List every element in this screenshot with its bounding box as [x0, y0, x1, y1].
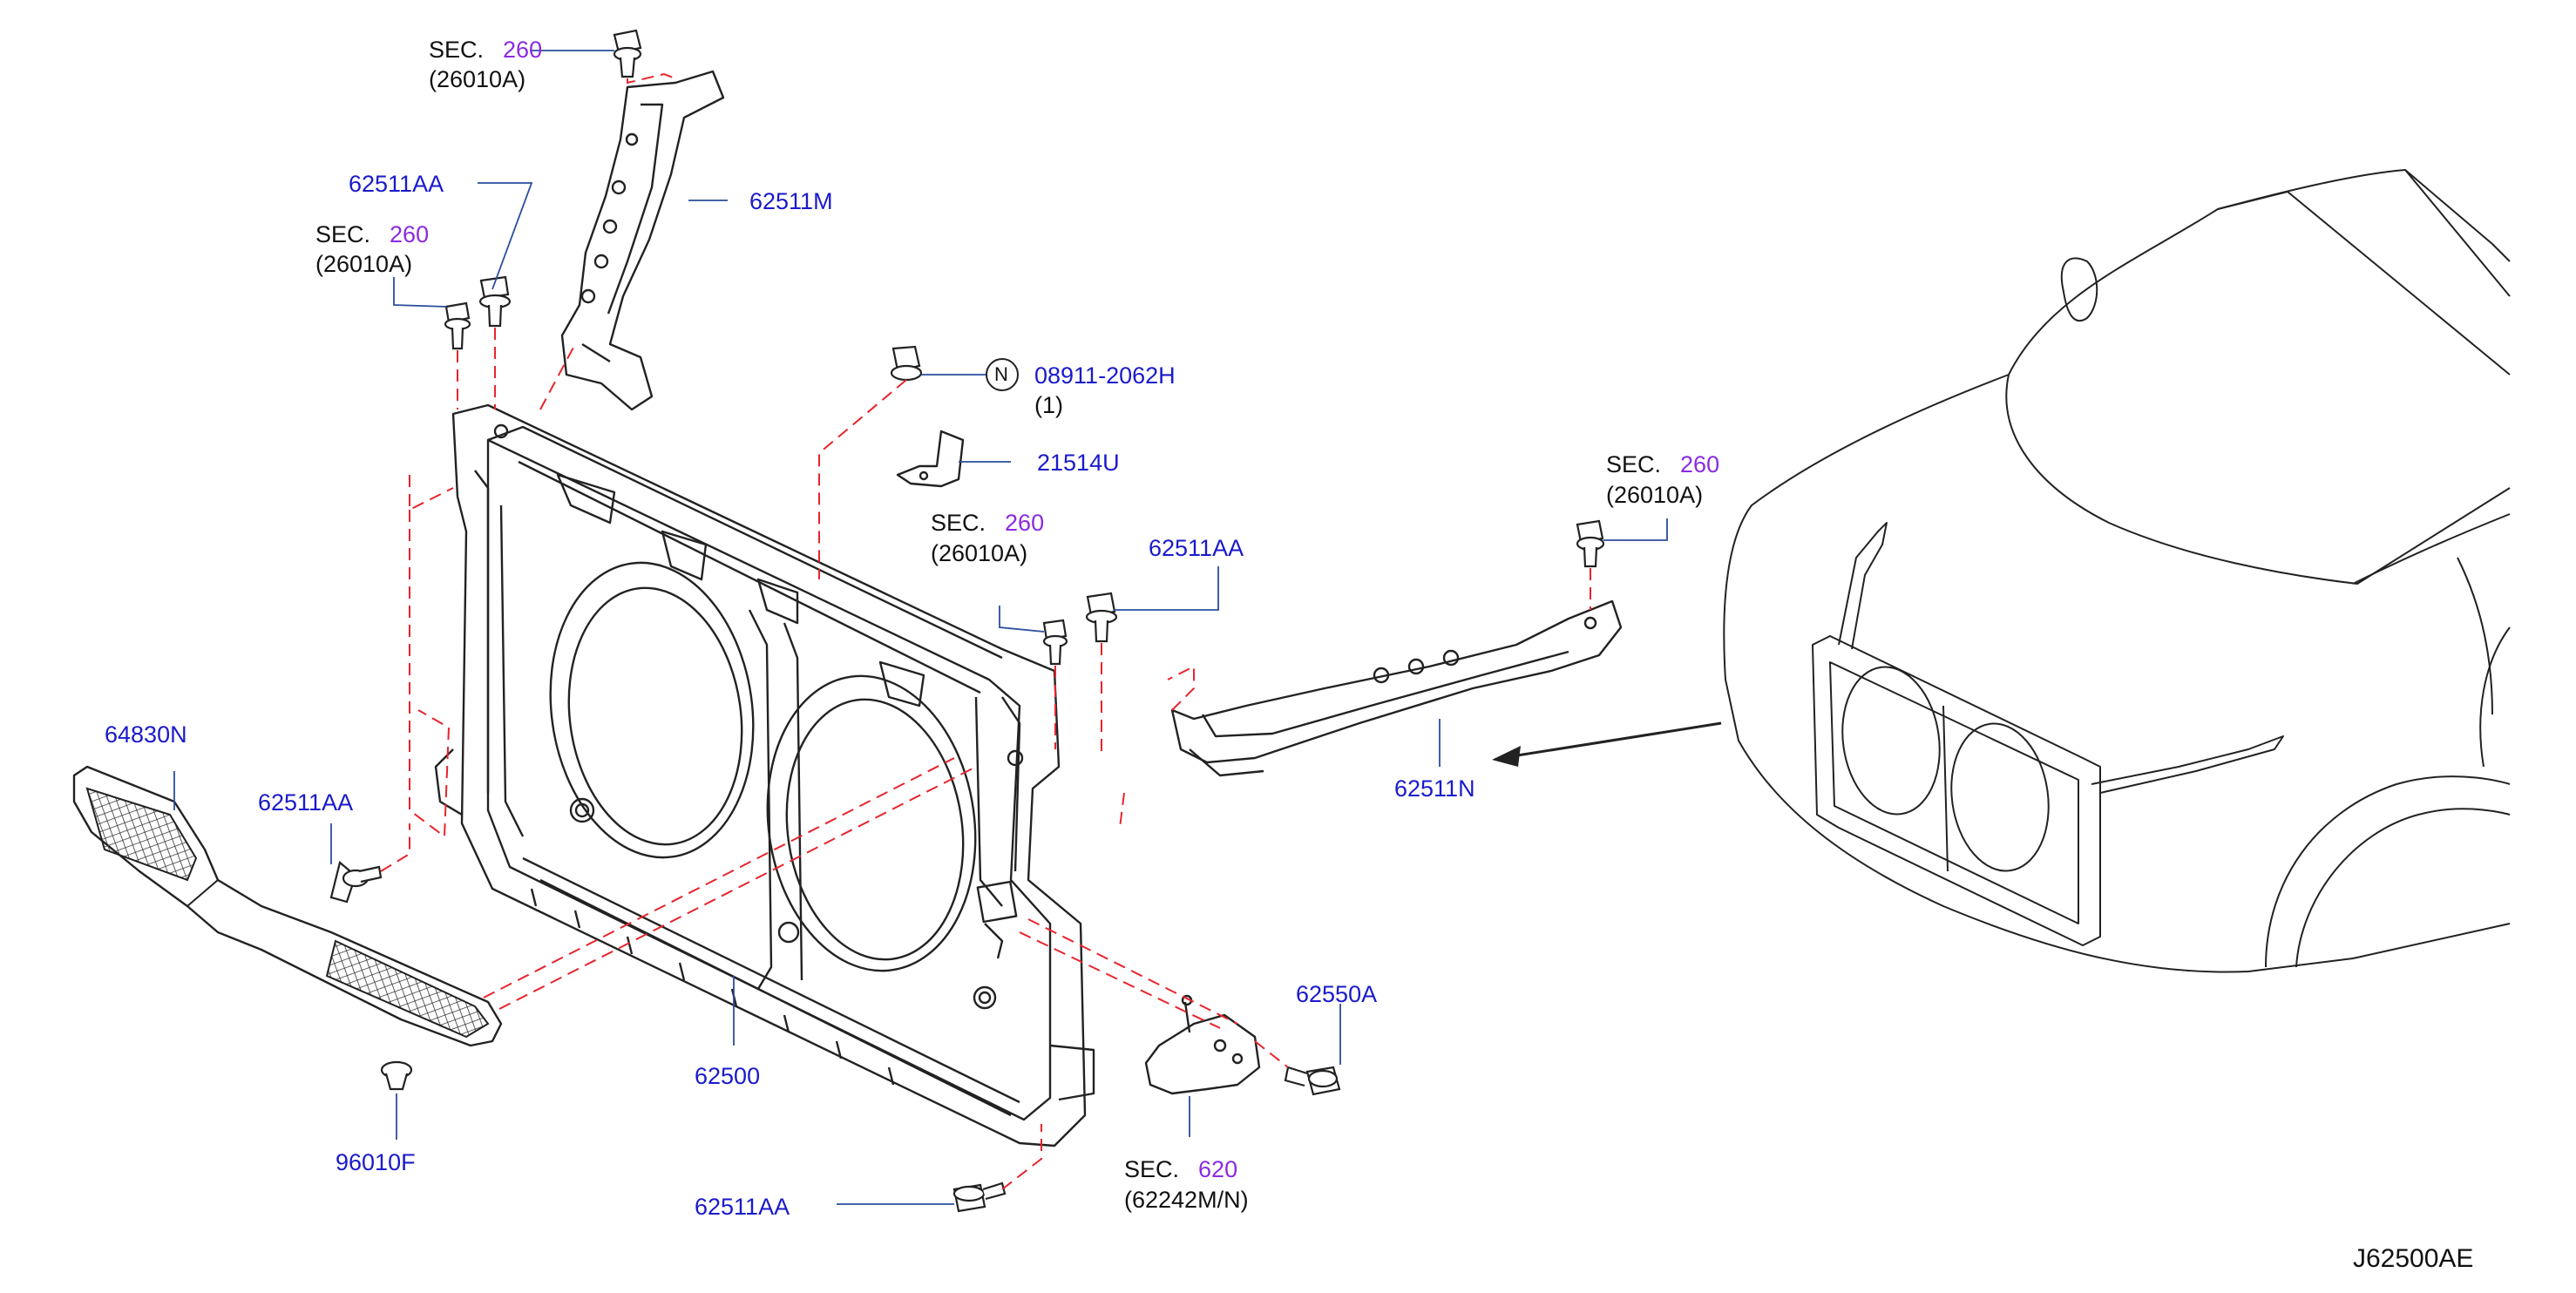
label-62511aa-left[interactable]: 62511AA — [258, 789, 354, 816]
locator-arrow-head — [1492, 746, 1521, 767]
bracket-21514u — [896, 430, 965, 488]
label-64830n[interactable]: 64830N — [105, 721, 187, 748]
vehicle-locator-inset — [1511, 169, 2511, 973]
n-marker — [986, 358, 1019, 391]
leader-lines — [173, 50, 1668, 1205]
air-guide-64830n — [72, 765, 503, 1047]
label-n-mark: N — [994, 363, 1008, 385]
label-sec-260-left: SEC.260 — [315, 221, 430, 247]
fastener-clip-96010f — [380, 1060, 413, 1091]
label-62511m[interactable]: 62511M — [749, 188, 833, 214]
label-26010a-center: (26010A) — [931, 540, 1028, 566]
label-sec-260-center: SEC.260 — [931, 510, 1045, 536]
diagram-id: J62500AE — [2353, 1244, 2474, 1273]
label-62500[interactable]: 62500 — [695, 1063, 761, 1089]
label-26010a-top: (26010A) — [429, 66, 526, 92]
fastener-bolt-left-a — [444, 301, 471, 350]
label-62242mn: (62242M/N) — [1124, 1187, 1249, 1213]
label-26010a-left: (26010A) — [315, 251, 413, 277]
label-62511aa-upper[interactable]: 62511AA — [349, 171, 444, 197]
fastener-bolt-62511aa-left — [329, 861, 383, 904]
label-62511aa-bottom[interactable]: 62511AA — [695, 1194, 790, 1220]
side-stay-62511n — [1170, 599, 1623, 777]
fastener-bolt-center-a — [1042, 619, 1068, 666]
label-62511aa-center[interactable]: 62511AA — [1149, 535, 1244, 561]
label-21514u[interactable]: 21514U — [1037, 450, 1120, 476]
fastener-nut-08911 — [890, 345, 923, 382]
radiator-core-support-62500 — [434, 403, 1095, 1147]
label-sec-260-right: SEC.260 — [1606, 451, 1720, 477]
label-08911-2062h[interactable]: 08911-2062H — [1034, 362, 1176, 389]
fastener-bolt-62550a — [1284, 1066, 1341, 1096]
fastener-bolt-62511aa-bottom — [952, 1181, 1007, 1213]
fastener-bolt-right — [1576, 519, 1605, 568]
fastener-bolt-top — [613, 29, 642, 78]
fastener-bolt-left-b — [478, 275, 512, 328]
label-62511n[interactable]: 62511N — [1394, 775, 1475, 802]
label-62550a[interactable]: 62550A — [1296, 981, 1378, 1007]
assembly-dash-lines — [380, 72, 1591, 1190]
label-sec-620: SEC.620 — [1124, 1156, 1238, 1182]
label-qty-1: (1) — [1034, 392, 1063, 418]
label-sec-260-top: SEC.260 — [429, 37, 543, 63]
label-26010a-right: (26010A) — [1606, 482, 1704, 508]
label-96010f[interactable]: 96010F — [336, 1149, 416, 1175]
hood-lock-62242mn — [1144, 994, 1261, 1095]
upper-stay-62511m — [560, 70, 725, 411]
fastener-bolt-center-b — [1085, 592, 1118, 643]
